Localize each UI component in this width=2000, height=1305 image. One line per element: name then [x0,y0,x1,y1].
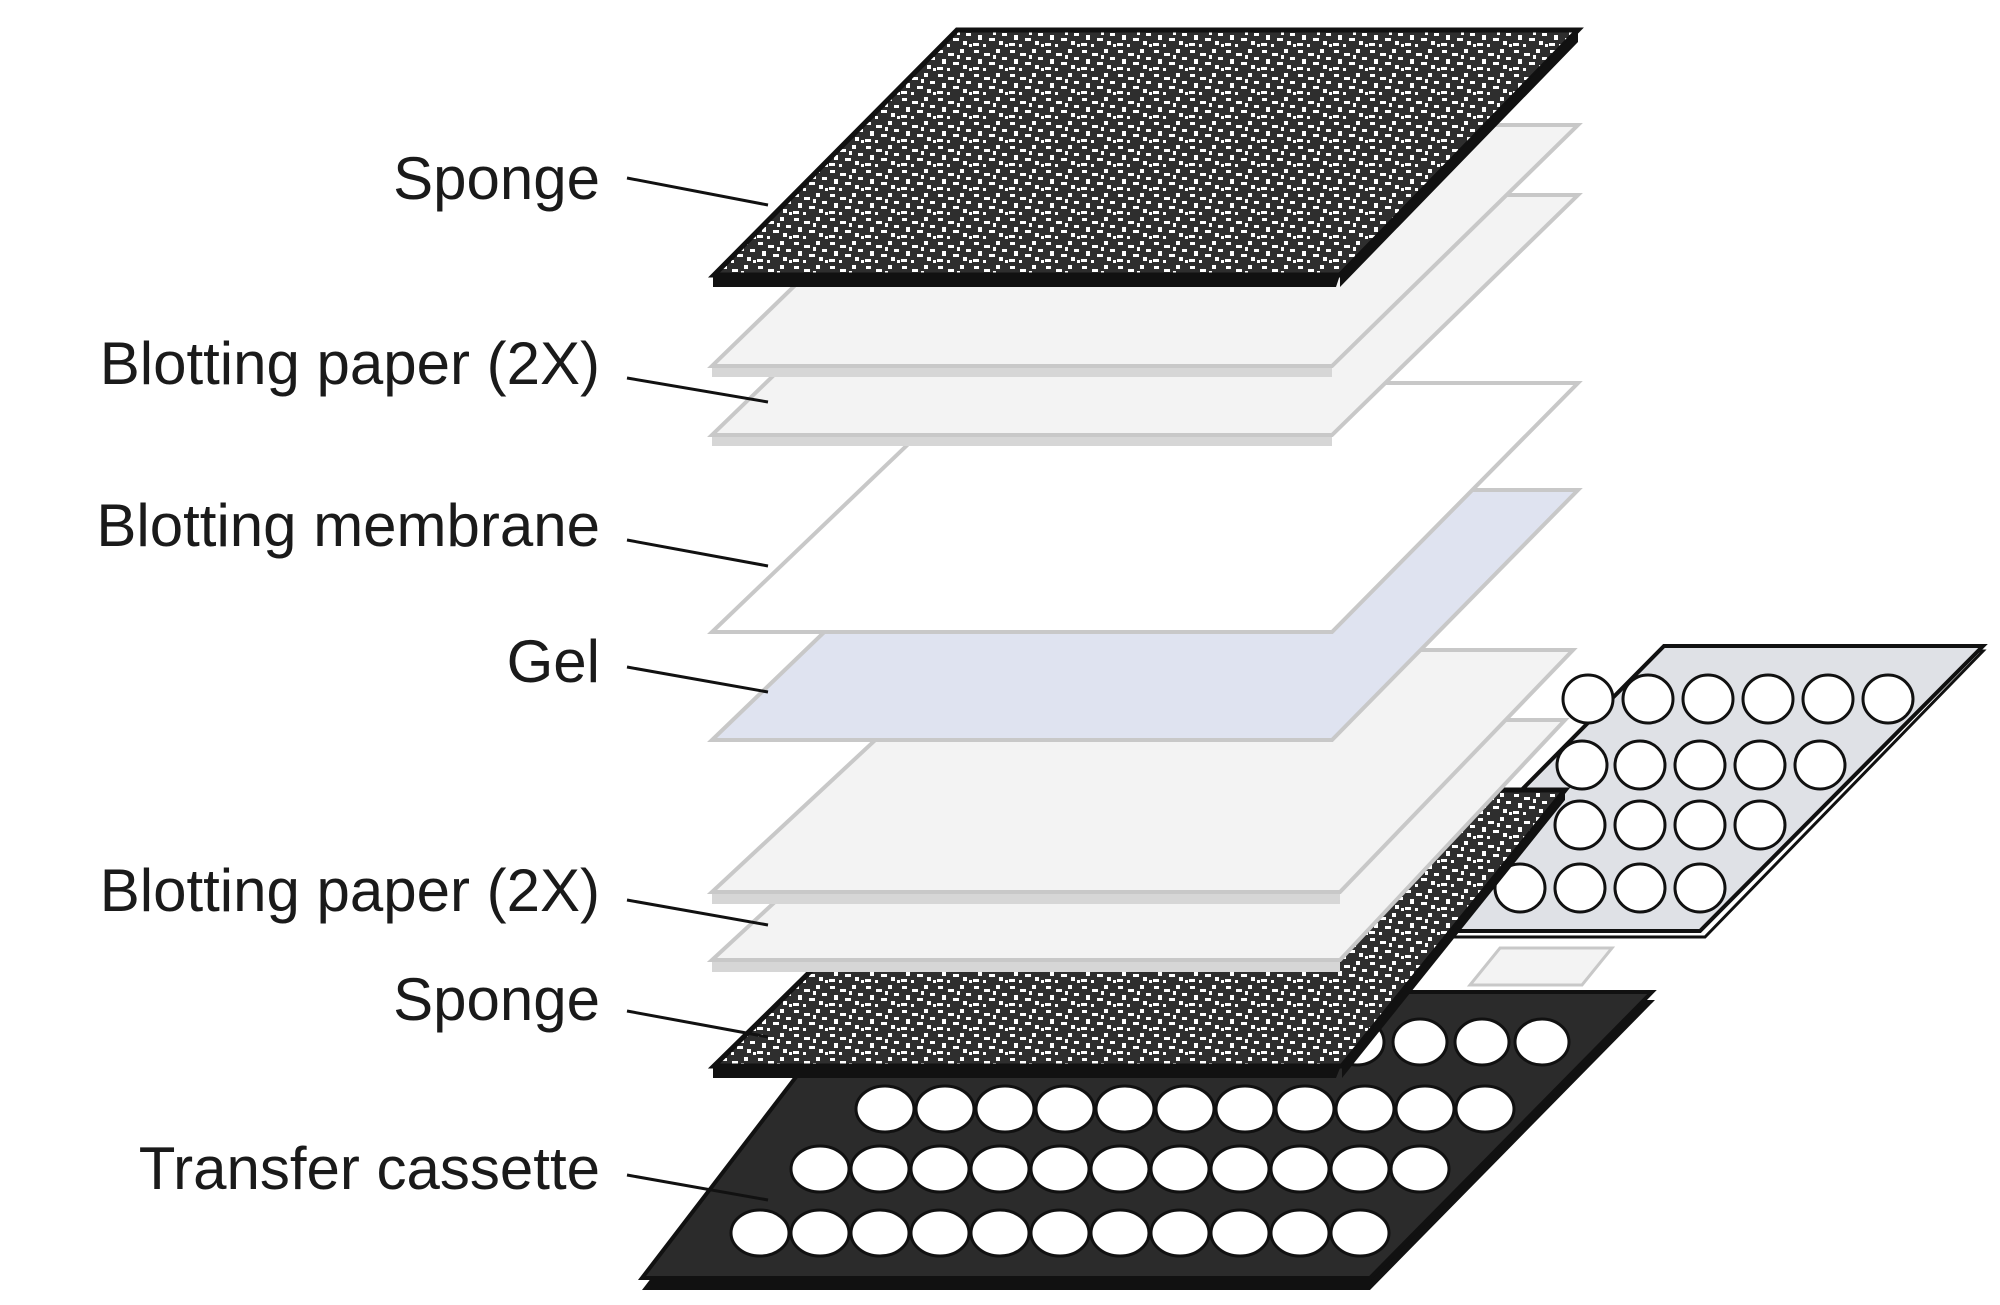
label-blotting-paper-bottom: Blotting paper (2X) [100,857,600,924]
leader-line-transfer-cassette [626,1173,769,1202]
label-blotting-membrane: Blotting membrane [96,492,600,559]
leader-line-blotting-membrane [626,538,769,568]
cassette-light-panel [1377,644,1988,939]
lower-paper-strip [1466,946,1616,987]
label-sponge-bottom: Sponge [393,966,600,1033]
label-blotting-paper-top: Blotting paper (2X) [100,330,600,397]
leader-line-blotting-paper-bottom [626,898,769,927]
leader-line-gel [626,665,769,694]
leader-line-sponge-top [626,176,769,207]
label-gel: Gel [507,628,600,695]
label-transfer-cassette: Transfer cassette [139,1135,600,1202]
leader-line-blotting-paper-top [626,376,769,404]
leader-line-sponge-bottom [626,1009,769,1039]
label-sponge-top: Sponge [393,145,600,212]
sponge-top [707,27,1584,287]
leader-lines [626,176,769,1202]
